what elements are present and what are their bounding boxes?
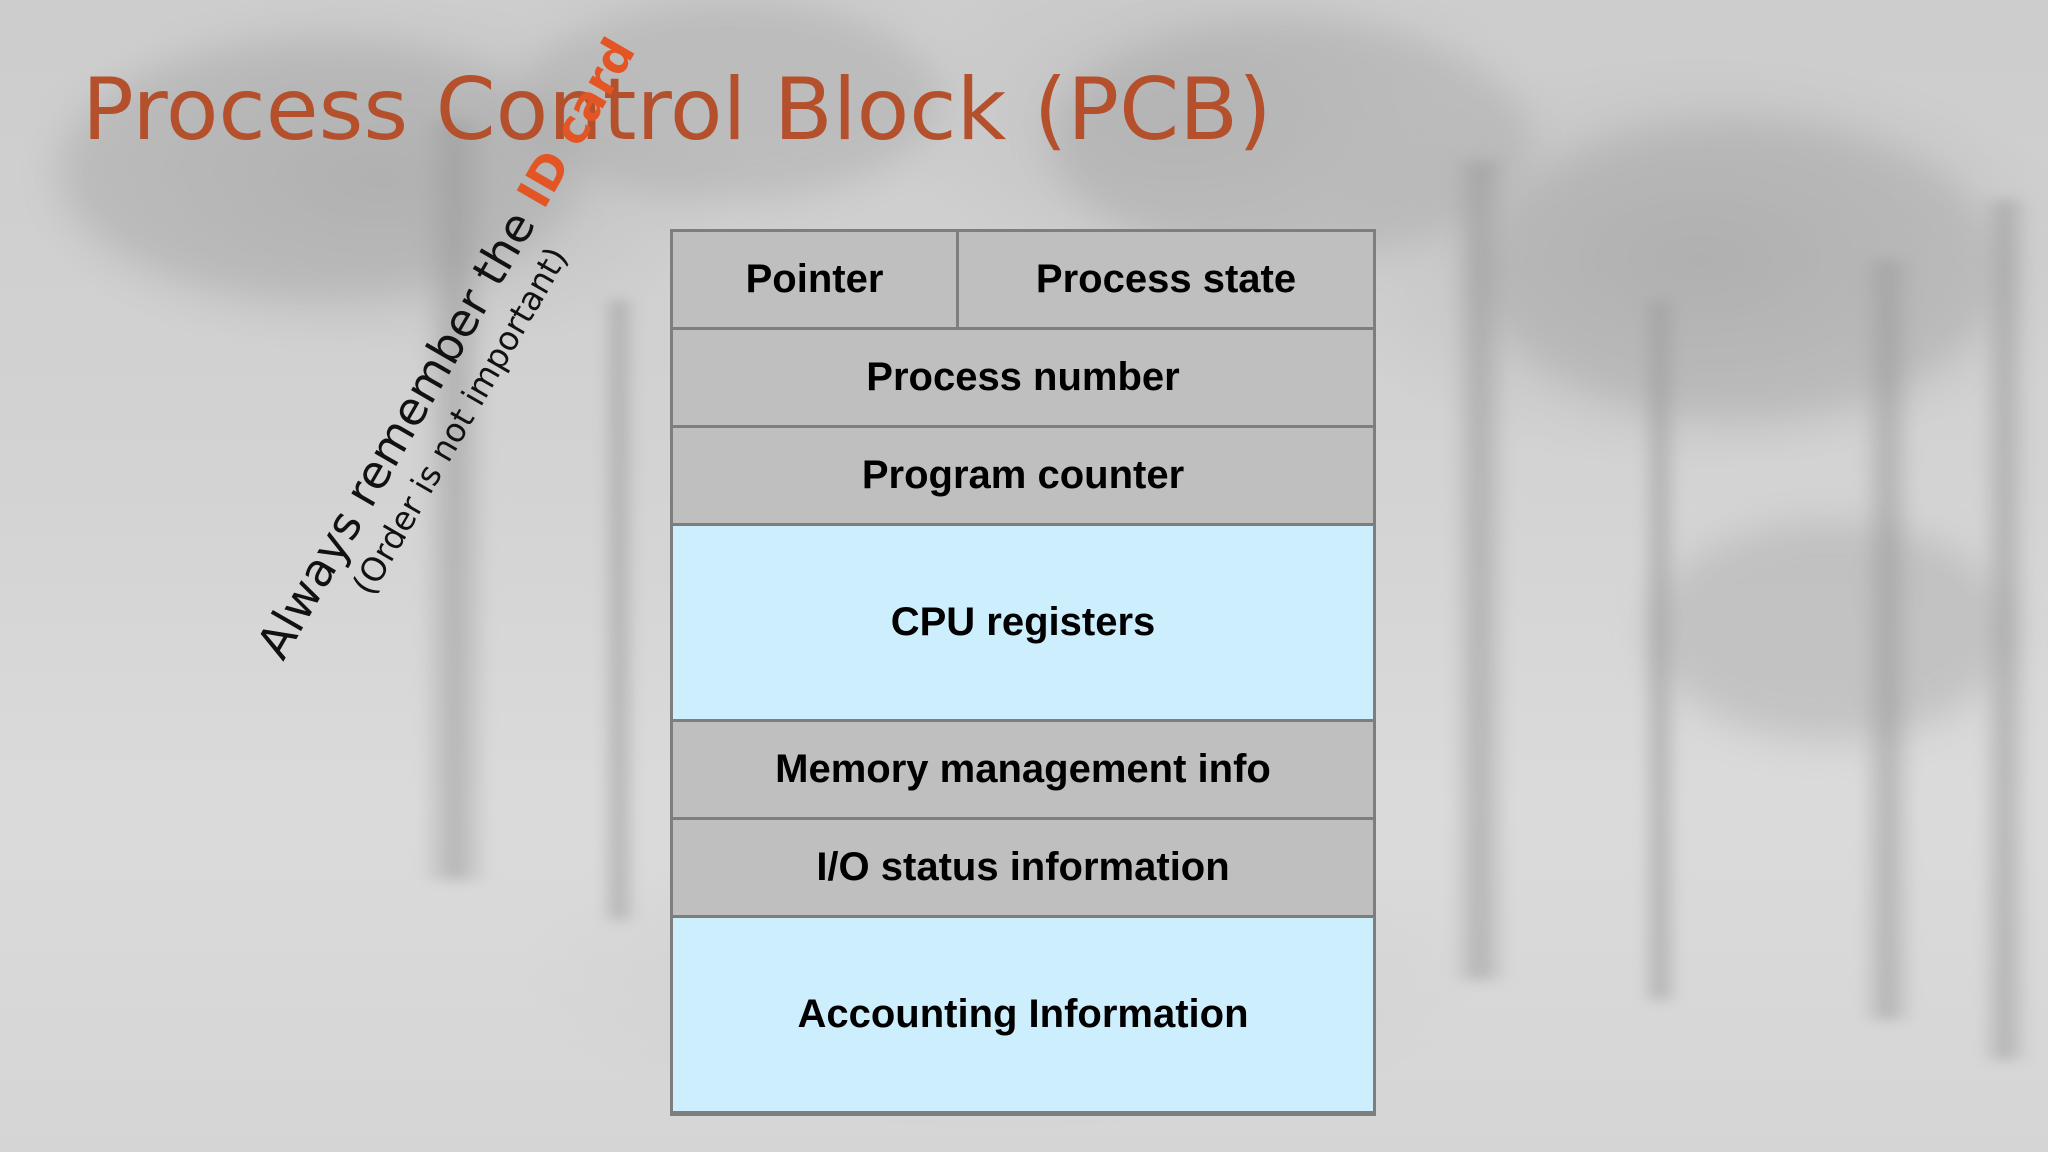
pcb-field-process-number: Process number	[673, 330, 1373, 425]
pcb-field-process-state: Process state	[959, 232, 1373, 327]
pcb-row: Memory management info	[673, 722, 1373, 817]
pcb-row: Program counter	[673, 428, 1373, 523]
pcb-field-cpu-registers: CPU registers	[673, 526, 1373, 719]
slide-title: Process Control Block (PCB)	[82, 60, 1272, 160]
pcb-row: Accounting Information	[673, 918, 1373, 1111]
pcb-field-io-status: I/O status information	[673, 820, 1373, 915]
pcb-row: CPU registers	[673, 526, 1373, 719]
pcb-diagram: Pointer Process state Process number Pro…	[670, 229, 1376, 1116]
pcb-field-memory-management: Memory management info	[673, 722, 1373, 817]
pcb-field-pointer: Pointer	[673, 232, 956, 327]
pcb-row: Process number	[673, 330, 1373, 425]
pcb-field-accounting: Accounting Information	[673, 918, 1373, 1111]
pcb-row: I/O status information	[673, 820, 1373, 915]
pcb-row: Pointer Process state	[673, 232, 1373, 327]
pcb-field-program-counter: Program counter	[673, 428, 1373, 523]
